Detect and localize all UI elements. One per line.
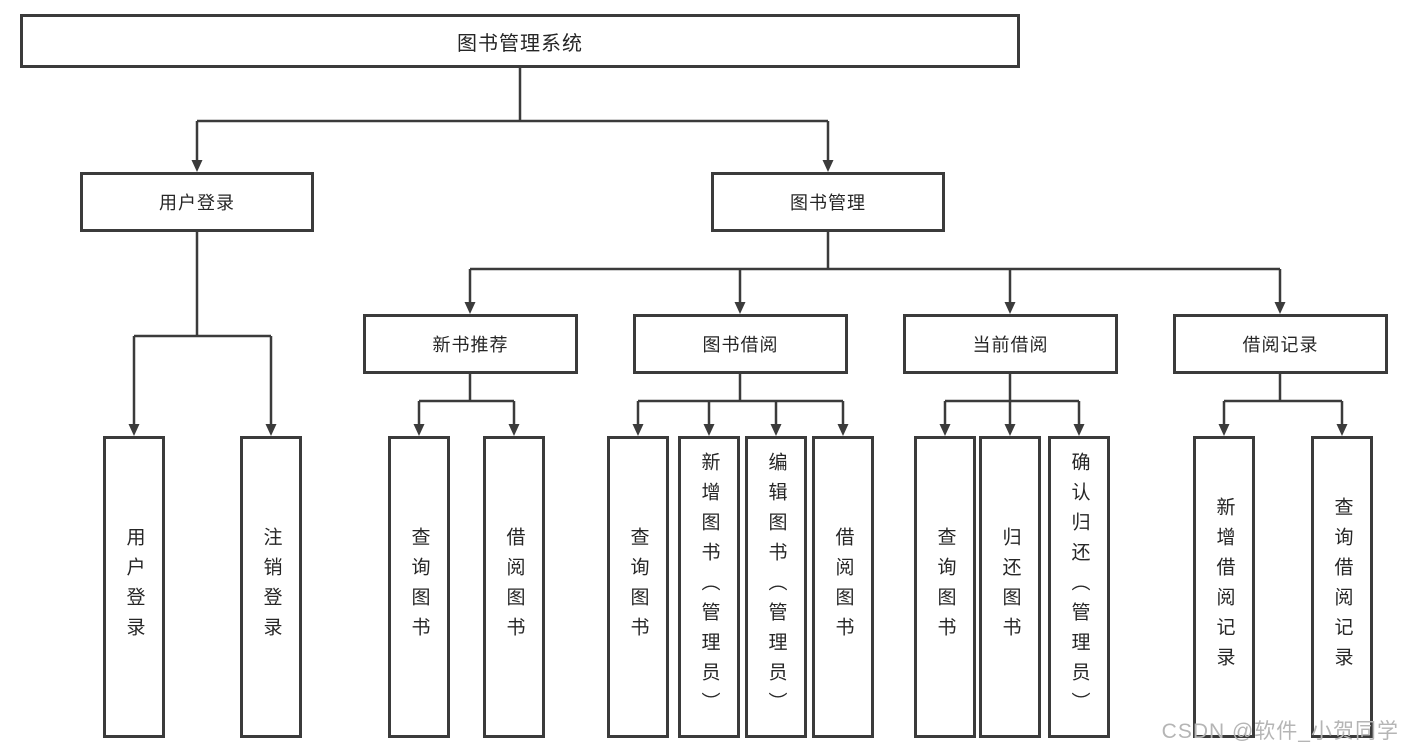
leaf-label: 查询图书 (408, 527, 430, 647)
leaf-label: 用户登录 (123, 527, 145, 647)
leaf-add-borrow-record: 新增借阅记录 (1193, 436, 1255, 738)
leaf-label: 编辑图书（管理员） (765, 452, 787, 722)
node-label: 图书管理系统 (457, 32, 583, 55)
leaf-add-book-admin: 新增图书（管理员） (678, 436, 740, 738)
leaf-return-books: 归还图书 (979, 436, 1041, 738)
node-book-management: 图书管理 (711, 172, 945, 232)
leaf-label: 借阅图书 (503, 527, 525, 647)
node-library-management-system: 图书管理系统 (20, 14, 1020, 68)
leaf-label: 归还图书 (999, 527, 1021, 647)
node-label: 图书管理 (790, 193, 866, 213)
node-user-login: 用户登录 (80, 172, 314, 232)
node-label: 图书借阅 (702, 335, 779, 355)
leaf-label: 新增借阅记录 (1213, 497, 1235, 677)
leaf-query-books-current: 查询图书 (914, 436, 976, 738)
node-label: 当前借阅 (972, 335, 1049, 355)
node-label: 借阅记录 (1242, 335, 1319, 355)
leaf-borrow-books-borrowing: 借阅图书 (812, 436, 874, 738)
leaf-label: 确认归还（管理员） (1068, 452, 1090, 722)
leaf-borrow-books-recommend: 借阅图书 (483, 436, 545, 738)
leaf-query-books-borrowing: 查询图书 (607, 436, 669, 738)
node-label: 用户登录 (159, 193, 235, 213)
leaf-query-books-recommend: 查询图书 (388, 436, 450, 738)
leaf-logout: 注销登录 (240, 436, 302, 738)
leaf-confirm-return-admin: 确认归还（管理员） (1048, 436, 1110, 738)
leaf-label: 新增图书（管理员） (698, 452, 720, 722)
csdn-watermark: CSDN @软件_小贺同学 (1161, 720, 1399, 743)
leaf-label: 查询图书 (934, 527, 956, 647)
node-book-borrowing: 图书借阅 (633, 314, 848, 374)
leaf-label: 查询借阅记录 (1331, 497, 1353, 677)
leaf-user-login: 用户登录 (103, 436, 165, 738)
leaf-label: 查询图书 (627, 527, 649, 647)
leaf-label: 借阅图书 (832, 527, 854, 647)
leaf-query-borrow-record: 查询借阅记录 (1311, 436, 1373, 738)
node-current-borrowing: 当前借阅 (903, 314, 1118, 374)
leaf-label: 注销登录 (260, 527, 282, 647)
leaf-edit-book-admin: 编辑图书（管理员） (745, 436, 807, 738)
node-new-book-recommendation: 新书推荐 (363, 314, 578, 374)
node-borrowing-records: 借阅记录 (1173, 314, 1388, 374)
node-label: 新书推荐 (432, 335, 509, 355)
